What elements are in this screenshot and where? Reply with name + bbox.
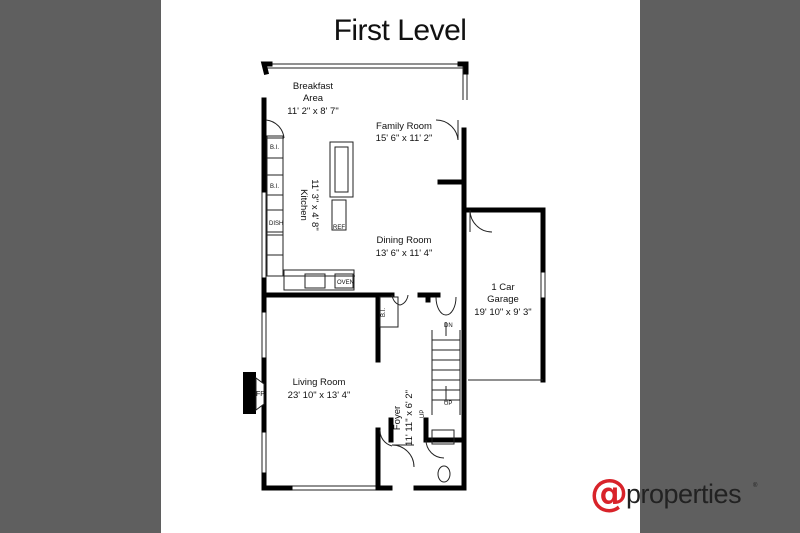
- stair-treads: [432, 339, 460, 401]
- right-margin: [640, 0, 800, 533]
- breakfast-dims: 11' 2" x 8' 7": [287, 106, 338, 117]
- company-logo: @ properties ®: [590, 471, 760, 517]
- fireplace-label: FP: [256, 391, 265, 398]
- floorplan-sheet: [161, 0, 640, 533]
- dishwasher-label: DISH: [269, 221, 283, 227]
- breakfast-name-2: Area: [303, 93, 324, 104]
- room-breakfast: Breakfast Area 11' 2" x 8' 7": [287, 81, 338, 117]
- builtin-label-1: B.I.: [270, 145, 279, 151]
- logo-wordmark: properties: [626, 479, 742, 509]
- oven-label: OVEN: [337, 280, 354, 286]
- living-name: Living Room: [293, 377, 346, 388]
- builtin-label-2: B.I.: [270, 184, 279, 190]
- refrigerator-label: REF: [333, 225, 345, 231]
- windows: [261, 63, 546, 491]
- room-family: Family Room 15' 6" x 11' 2": [376, 121, 433, 144]
- interior-lines: [266, 135, 543, 483]
- room-foyer: Foyer 11' 11" x 6' 2": [392, 390, 415, 446]
- dining-dims: 13' 6" x 11' 4": [376, 248, 433, 259]
- family-dims: 15' 6" x 11' 2": [376, 133, 433, 144]
- living-dims: 23' 10" x 13' 4": [288, 390, 351, 401]
- breakfast-name-1: Breakfast: [293, 81, 333, 92]
- dining-name: Dining Room: [377, 235, 432, 246]
- stairs-down-label: DN: [444, 323, 453, 329]
- foyer-name: Foyer: [392, 406, 403, 430]
- door-swings: [265, 119, 493, 468]
- logo-registered-mark: ®: [753, 483, 758, 489]
- foyer-dims: 11' 11" x 6' 2": [404, 390, 415, 446]
- fixture-labels: B.I. B.I. DISH REF OVEN B.I. FP DN UP UP: [256, 145, 453, 418]
- left-margin: [0, 0, 161, 533]
- garage-dims: 19' 10" x 9' 3": [474, 307, 531, 318]
- page-title: First Level: [333, 14, 467, 47]
- walls: [260, 61, 546, 491]
- kitchen-name: Kitchen: [298, 189, 309, 221]
- garage-name-2: Garage: [487, 294, 519, 305]
- room-garage: 1 Car Garage 19' 10" x 9' 3": [474, 282, 531, 318]
- stairs-up-label-2: UP: [420, 410, 426, 418]
- logo-at-symbol: @: [590, 471, 628, 515]
- garage-name-1: 1 Car: [491, 282, 514, 293]
- kitchen-dims: 11' 3" x 4' 8": [309, 179, 320, 230]
- room-dining: Dining Room 13' 6" x 11' 4": [376, 235, 433, 259]
- family-name: Family Room: [376, 121, 432, 132]
- room-living: Living Room 23' 10" x 13' 4": [288, 377, 351, 401]
- stairs-up-label: UP: [444, 401, 452, 407]
- room-kitchen: Kitchen 11' 3" x 4' 8": [298, 179, 320, 230]
- builtin-label-3: B.I.: [381, 308, 387, 317]
- fireplace: [243, 372, 265, 414]
